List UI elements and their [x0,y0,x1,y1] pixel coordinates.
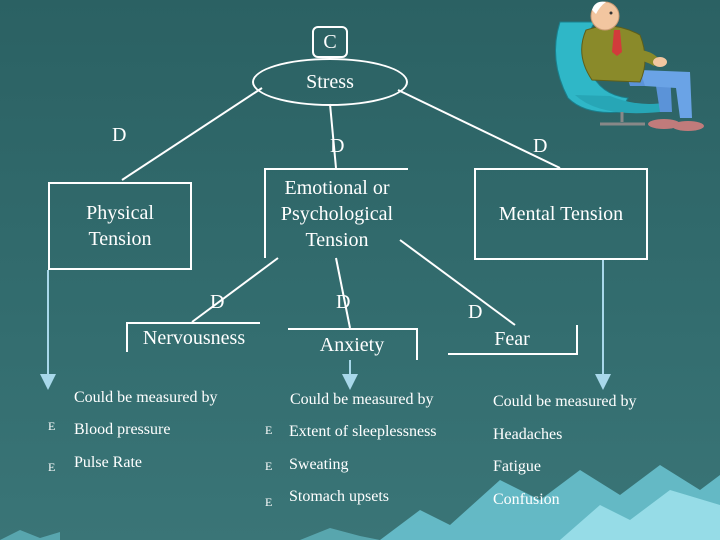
node-nervousness: Nervousness [126,322,260,352]
marker-e: E [48,460,56,474]
line-stress-physical [121,87,263,181]
measure-item: Blood pressure [74,421,171,438]
label-d-emotional: D [330,135,345,157]
measure-item: Pulse Rate [74,454,142,471]
measure-heading-mental: Could be measured by [493,393,637,410]
node-emotional-tension: Emotional or Psychological Tension [264,168,408,258]
node-physical-tension: Physical Tension [48,182,192,270]
label-d-anxiety: D [336,291,351,313]
node-stress: Stress [252,58,408,106]
node-anxiety: Anxiety [288,328,418,360]
node-fear: Fear [448,325,578,355]
node-c: C [312,26,348,58]
label-d-physical: D [112,124,127,146]
marker-e: E [265,495,273,509]
measure-heading-physical: Could be measured by [74,389,218,406]
measure-item: Fatigue [493,458,541,475]
line-emotional-nervousness [191,257,279,323]
marker-e: E [265,423,273,437]
line-stress-mental [397,89,561,169]
measure-heading-emotional: Could be measured by [290,391,434,408]
measure-item: Sweating [289,456,349,473]
measure-item: Stomach upsets [289,488,389,505]
line-emotional-fear [399,239,516,326]
line-stress-emotional [329,103,337,169]
label-d-nervousness: D [210,291,225,313]
node-mental-tension: Mental Tension [474,168,648,260]
line-emotional-anxiety [335,257,351,329]
marker-e: E [48,419,56,433]
marker-e: E [265,459,273,473]
label-d-mental: D [533,135,548,157]
label-d-fear: D [468,301,483,323]
measure-item: Confusion [493,491,560,508]
measure-item: Extent of sleeplessness [289,423,437,440]
measure-item: Headaches [493,426,563,443]
